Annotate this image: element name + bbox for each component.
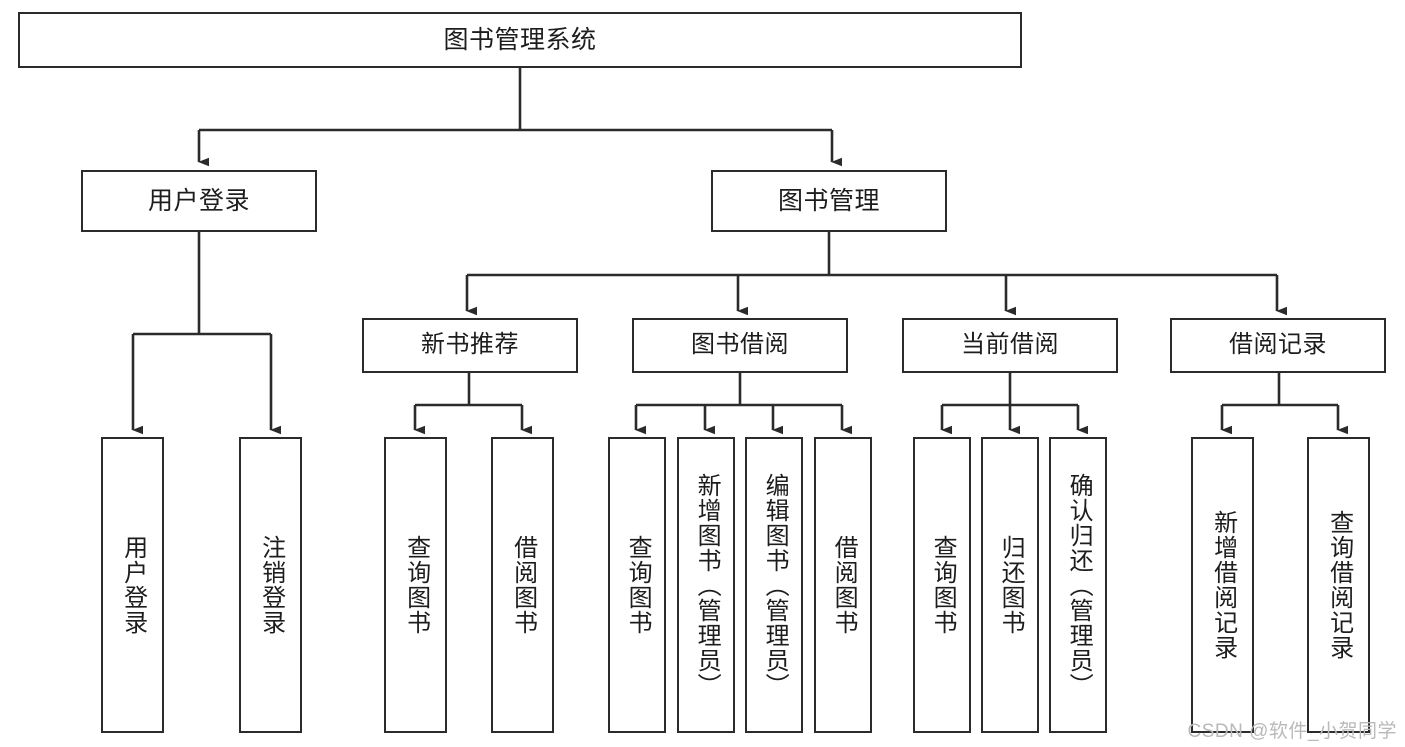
node-leaf-query-record[interactable]: 查询借阅记录 [1307,437,1370,733]
node-current-borrow-label: 当前借阅 [961,331,1059,359]
csdn-watermark: CSDN @软件_小贺同学 [1187,721,1397,742]
node-new-book-recommend[interactable]: 新书推荐 [362,318,578,373]
node-leaf-borrow-book-2[interactable]: 借阅图书 [814,437,872,733]
node-new-book-recommend-label: 新书推荐 [421,331,519,359]
node-leaf-add-book-label: 新增图书（管理员） [693,472,721,698]
node-leaf-add-record[interactable]: 新增借阅记录 [1191,437,1254,733]
node-leaf-query-book-1-label: 查询图书 [402,535,430,635]
node-leaf-user-login-label: 用户登录 [119,535,147,635]
node-leaf-borrow-book-1-label: 借阅图书 [509,535,537,635]
node-leaf-borrow-book-1[interactable]: 借阅图书 [491,437,554,733]
node-leaf-edit-book[interactable]: 编辑图书（管理员） [745,437,803,733]
node-book-management-label: 图书管理 [777,187,880,215]
node-leaf-query-record-label: 查询借阅记录 [1325,510,1353,660]
node-leaf-query-book-3[interactable]: 查询图书 [913,437,971,733]
node-leaf-logout-login[interactable]: 注销登录 [239,437,302,733]
node-leaf-logout-login-label: 注销登录 [257,535,285,635]
node-leaf-return-book[interactable]: 归还图书 [981,437,1039,733]
node-leaf-query-book-2[interactable]: 查询图书 [608,437,666,733]
node-borrow-record[interactable]: 借阅记录 [1170,318,1386,373]
node-root-label: 图书管理系统 [443,26,597,54]
node-leaf-query-book-1[interactable]: 查询图书 [384,437,447,733]
node-leaf-query-book-2-label: 查询图书 [624,535,652,635]
node-book-management[interactable]: 图书管理 [711,170,947,232]
node-current-borrow[interactable]: 当前借阅 [902,318,1118,373]
node-root[interactable]: 图书管理系统 [18,12,1022,68]
node-book-borrow[interactable]: 图书借阅 [632,318,848,373]
node-leaf-user-login[interactable]: 用户登录 [101,437,164,733]
node-book-borrow-label: 图书借阅 [691,331,789,359]
node-leaf-return-book-label: 归还图书 [997,535,1025,635]
node-leaf-confirm-return-label: 确认归还（管理员） [1065,472,1093,698]
node-leaf-borrow-book-2-label: 借阅图书 [830,535,858,635]
node-leaf-confirm-return[interactable]: 确认归还（管理员） [1049,437,1107,733]
node-leaf-add-record-label: 新增借阅记录 [1209,510,1237,660]
node-leaf-query-book-3-label: 查询图书 [929,535,957,635]
node-user-login[interactable]: 用户登录 [81,170,317,232]
node-leaf-edit-book-label: 编辑图书（管理员） [761,472,789,698]
node-leaf-add-book[interactable]: 新增图书（管理员） [677,437,735,733]
node-user-login-label: 用户登录 [147,187,250,215]
node-borrow-record-label: 借阅记录 [1229,331,1327,359]
